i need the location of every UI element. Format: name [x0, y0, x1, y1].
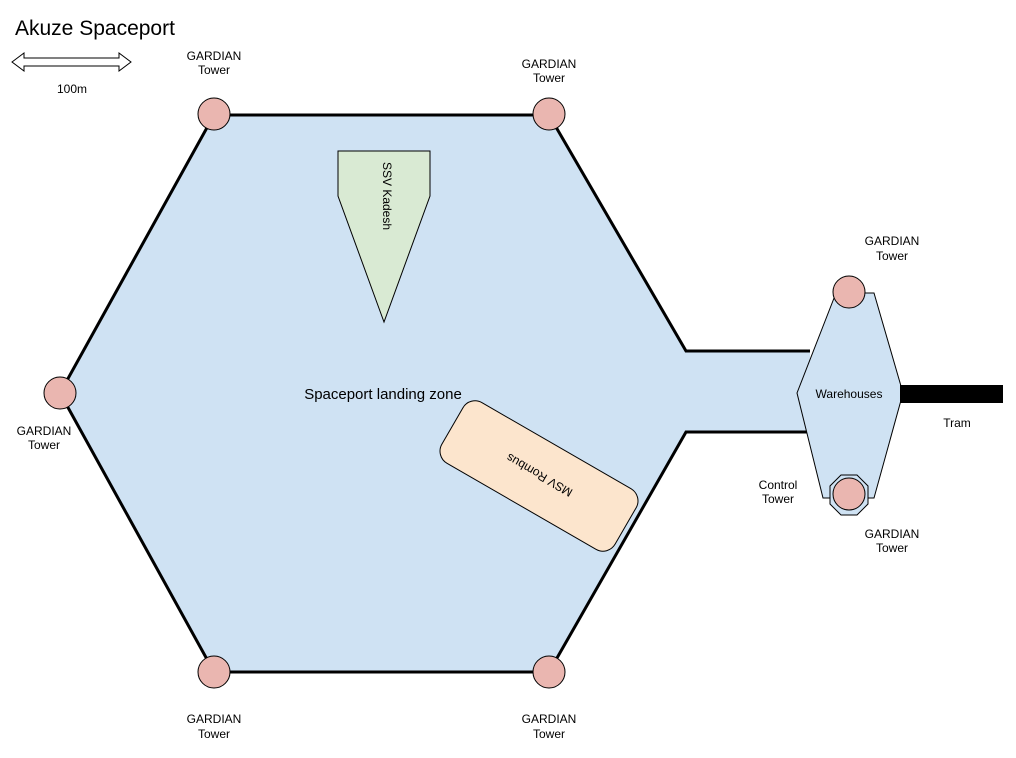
gardian-tower-label-left: GARDIAN Tower [17, 424, 72, 452]
gardian-tower-label-line1: GARDIAN [522, 57, 577, 71]
gardian-tower-bottom-right[interactable] [532, 655, 566, 689]
gardian-tower-label-line2: Tower [198, 727, 230, 741]
gardian-tower-label-line1: GARDIAN [865, 234, 920, 248]
landing-zone-area [60, 115, 810, 672]
tram-label: Tram [943, 416, 971, 430]
ship-msv-rombus-hull [439, 400, 639, 552]
gardian-tower-label-line1: GARDIAN [522, 712, 577, 726]
scale-label: 100m [57, 82, 87, 96]
gardian-tower-label-line2: Tower [28, 438, 60, 452]
gardian-tower-left[interactable] [43, 376, 77, 410]
gardian-tower-label-top-left: GARDIAN Tower [187, 49, 242, 77]
scale-bar: 100m [11, 52, 132, 96]
gardian-tower-label-line1: GARDIAN [865, 527, 920, 541]
control-tower-label-line2: Tower [762, 492, 794, 506]
gardian-tower-bottom-left[interactable] [197, 655, 231, 689]
control-tower-label-line1: Control [759, 478, 798, 492]
gardian-tower-label-line2: Tower [876, 249, 908, 263]
double-arrow-icon [11, 52, 132, 72]
tram-line [900, 385, 1003, 403]
gardian-tower-label-warehouse-bottom: GARDIAN Tower [865, 527, 920, 555]
gardian-tower-label-line2: Tower [198, 63, 230, 77]
gardian-tower-label-warehouse-top: GARDIAN Tower [865, 234, 920, 263]
gardian-tower-top-left[interactable] [197, 97, 231, 131]
gardian-tower-warehouse-top[interactable] [832, 275, 866, 309]
ship-msv-rombus[interactable]: MSV Rombus [435, 396, 643, 557]
gardian-tower-label-bottom-left: GARDIAN Tower [187, 712, 242, 741]
gardian-tower-label-line1: GARDIAN [187, 712, 242, 726]
gardian-tower-label-line1: GARDIAN [17, 424, 72, 438]
gardian-tower-label-line1: GARDIAN [187, 49, 242, 63]
warehouses-label: Warehouses [816, 387, 883, 401]
ship-ssv-kadesh-label: SSV Kadesh [380, 162, 394, 230]
gardian-tower-top-right[interactable] [532, 97, 566, 131]
gardian-tower-label-line2: Tower [533, 71, 565, 85]
gardian-tower-warehouse-bottom[interactable] [832, 477, 866, 511]
gardian-tower-label-bottom-right: GARDIAN Tower [522, 712, 577, 741]
warehouses-building[interactable] [796, 292, 904, 499]
map-title: Akuze Spaceport [15, 17, 175, 40]
gardian-tower-label-line2: Tower [876, 541, 908, 555]
gardian-tower-label-top-right: GARDIAN Tower [522, 57, 577, 85]
landing-zone-label: Spaceport landing zone [304, 386, 462, 403]
ship-ssv-kadesh[interactable] [337, 150, 431, 324]
gardian-tower-label-line2: Tower [533, 727, 565, 741]
